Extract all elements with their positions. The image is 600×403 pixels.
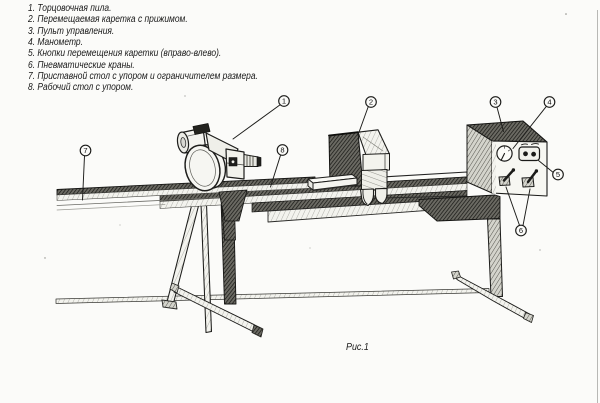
svg-text:1: 1 — [282, 97, 286, 106]
carriage — [328, 129, 391, 207]
legend-item-2: 2. Перемещаемая каретка с прижимом. — [28, 14, 188, 26]
legend-item-4: 4. Манометр. — [28, 37, 83, 49]
right-leg — [451, 218, 534, 323]
legend-item-8: 8. Рабочий стол с упором. — [28, 82, 134, 94]
legend-item-3: 3. Пульт управления. — [28, 25, 115, 37]
pneumatic-valve-left[interactable] — [498, 168, 516, 186]
svg-text:4: 4 — [547, 98, 551, 107]
callout-1: 1 — [278, 95, 290, 107]
callout-7: 7 — [79, 144, 92, 157]
left-legs — [161, 199, 264, 338]
callout-8: 8 — [276, 144, 289, 156]
svg-text:6: 6 — [519, 226, 523, 235]
figure-caption: Рис.1 — [346, 342, 369, 353]
pressure-gauge — [496, 145, 513, 162]
callout-5: 5 — [552, 168, 564, 181]
svg-text:2: 2 — [369, 98, 373, 107]
scan-edge-line — [597, 10, 598, 403]
pneumatic-valve-right[interactable] — [521, 169, 539, 188]
callout-leaders — [82, 104, 555, 227]
carriage-buttons[interactable] — [518, 143, 541, 162]
callout-6: 6 — [515, 224, 527, 237]
svg-text:7: 7 — [83, 146, 87, 155]
svg-text:5: 5 — [556, 170, 560, 179]
saw-shaft — [243, 154, 262, 167]
legend-item-6: 6. Пневматические краны. — [28, 59, 135, 71]
figure-legend: 1. Торцовочная пила. 2. Перемещаемая кар… — [28, 3, 297, 94]
saw-blade-guard — [184, 144, 227, 192]
callout-circles: 1 2 3 4 5 — [79, 95, 564, 237]
callout-2: 2 — [365, 96, 377, 108]
scan-noise — [44, 13, 567, 259]
svg-text:8: 8 — [280, 146, 284, 155]
workpiece-plank — [307, 174, 358, 191]
callout-4: 4 — [543, 96, 556, 108]
svg-text:3: 3 — [493, 98, 497, 107]
saw-arm — [205, 132, 245, 180]
legend-item-1: 1. Торцовочная пила. — [28, 3, 112, 14]
control-panel — [466, 120, 548, 197]
saw-assembly — [176, 123, 262, 222]
callout-3: 3 — [489, 96, 502, 108]
legend-item-5: 5. Кнопки перемещения каретки (вправо-вл… — [28, 48, 222, 60]
floor-tie-rod — [55, 288, 490, 304]
legend-item-7: 7. Приставной стол с упором и ограничите… — [28, 71, 258, 83]
